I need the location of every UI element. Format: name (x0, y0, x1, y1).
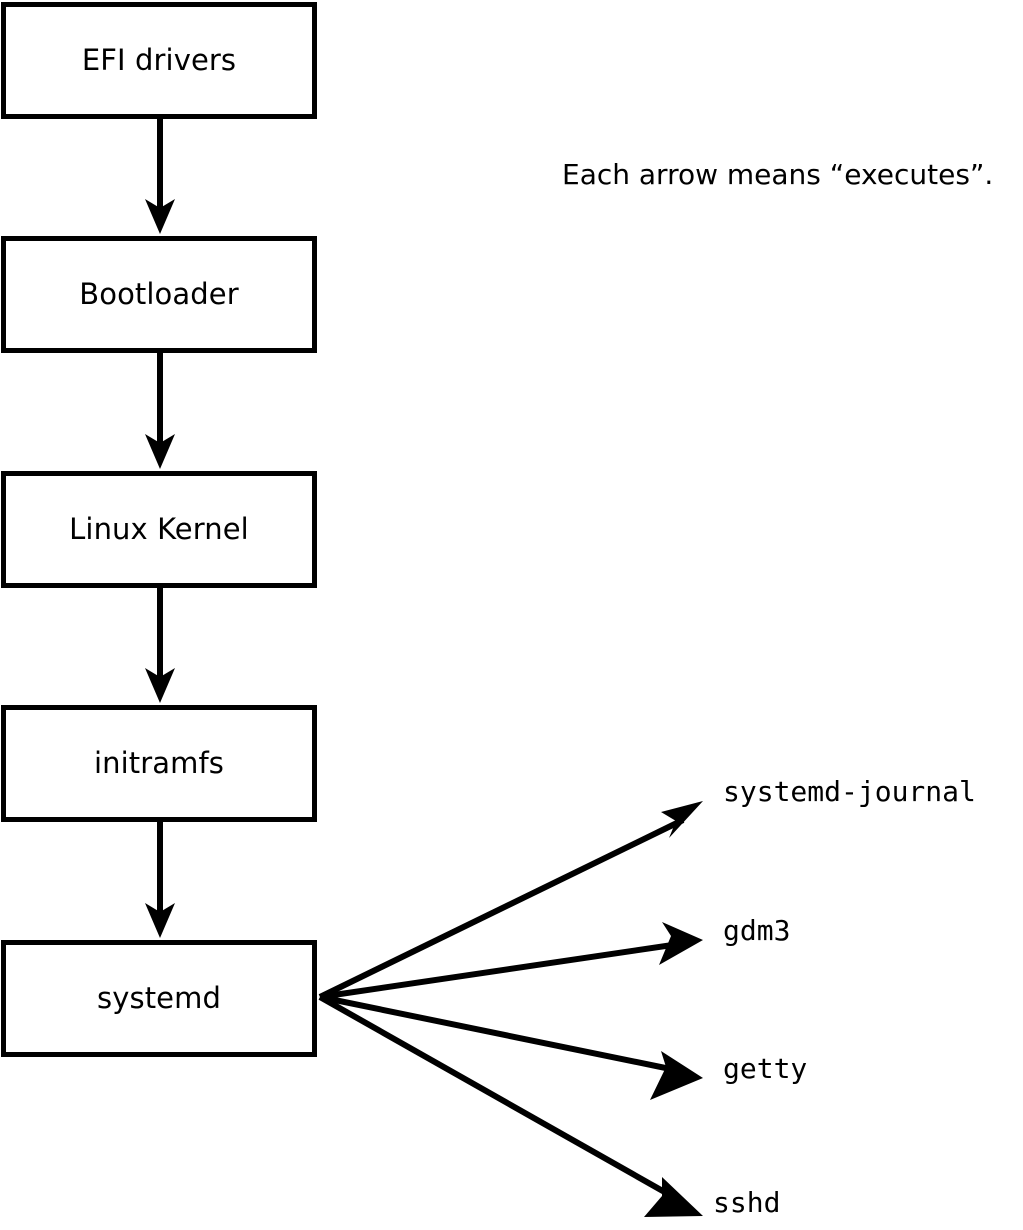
stage-label-initramfs: initramfs (93, 746, 225, 780)
stage-box-initramfs[interactable]: initramfs (1, 705, 317, 822)
fan-arrow-systemd-journal (318, 801, 703, 1000)
chain-arrow-bootloader-to-kernel (145, 353, 175, 469)
stage-label-linux-kernel: Linux Kernel (69, 512, 249, 546)
leaf-label-gdm3: gdm3 (723, 914, 791, 947)
diagram-caption: Each arrow means “executes”. (562, 158, 994, 191)
chain-arrow-efi-to-bootloader (145, 119, 175, 234)
stage-box-bootloader[interactable]: Bootloader (1, 236, 317, 353)
stage-box-efi-drivers[interactable]: EFI drivers (1, 2, 317, 119)
leaf-label-getty: getty (723, 1052, 808, 1085)
fan-arrow-gdm3 (319, 922, 703, 1000)
stage-label-systemd: systemd (97, 981, 221, 1015)
leaf-label-sshd: sshd (713, 1186, 781, 1219)
stage-label-efi-drivers: EFI drivers (81, 43, 237, 77)
leaf-label-systemd-journal: systemd-journal (723, 775, 976, 808)
chain-arrow-kernel-to-initramfs (145, 588, 175, 703)
stage-box-linux-kernel[interactable]: Linux Kernel (1, 471, 317, 588)
fan-arrow-getty (319, 994, 703, 1100)
chain-arrow-initramfs-to-systemd (145, 822, 175, 938)
fan-arrow-sshd (318, 994, 703, 1217)
stage-box-systemd[interactable]: systemd (1, 940, 317, 1057)
stage-label-bootloader: Bootloader (79, 277, 239, 311)
